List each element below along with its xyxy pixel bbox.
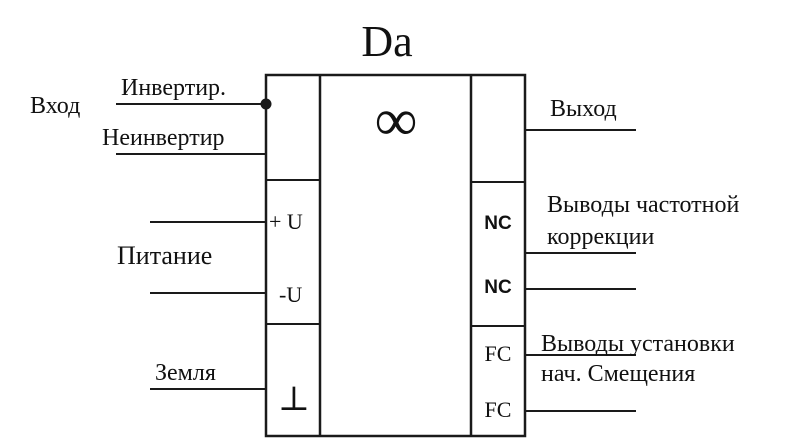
offset-label-line1: Выводы установки [541, 331, 735, 357]
ground-label: Земля [155, 360, 216, 386]
fc1-pin-label: FC [485, 341, 512, 366]
offset-label-line2: нач. Смещения [541, 361, 695, 387]
fc2-pin-label: FC [485, 397, 512, 422]
plus-u-pin-label: + U [269, 209, 303, 234]
minus-u-pin-label: -U [279, 282, 302, 307]
inverting-input-dot [260, 98, 272, 110]
nc1-pin-label: NC [484, 213, 512, 234]
inverting-label: Инвертир. [121, 75, 226, 101]
ground-symbol: ⊥ [278, 381, 310, 418]
infinity-symbol: ∞ [375, 87, 418, 153]
freq-comp-label-line2: коррекции [547, 224, 654, 250]
freq-comp-label-line1: Выводы частотной [547, 192, 740, 218]
noninverting-label: Неинвертир [102, 125, 225, 151]
input-label: Вход [30, 93, 80, 119]
supply-label: Питание [117, 241, 212, 270]
output-label: Выход [550, 96, 617, 122]
ic-body [264, 73, 527, 438]
component-designator: Da [361, 17, 412, 66]
nc2-pin-label: NC [484, 277, 512, 298]
